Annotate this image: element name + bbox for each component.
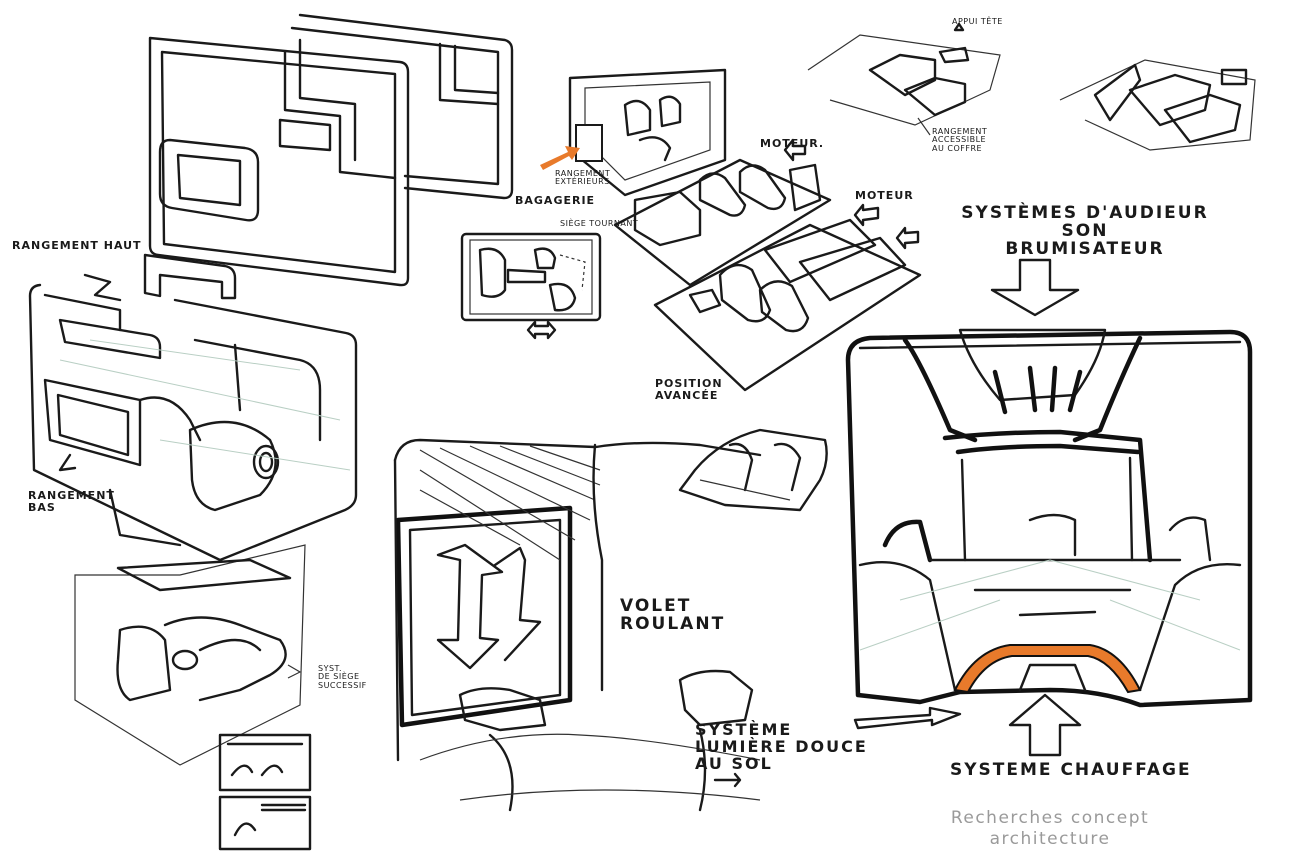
label-rangement-bas: RANGEMENT BAS	[28, 489, 115, 514]
label-bagagerie: BAGAGERIE	[515, 194, 596, 207]
caption-line-2: architecture	[989, 829, 1111, 850]
floor-plan-sketch	[460, 232, 602, 340]
seat-shell-sketch	[678, 428, 828, 512]
seat-diagrams	[218, 733, 312, 851]
label-volet-roulant: VOLET ROULANT	[620, 596, 726, 634]
label-siege-tournant: SIÈGE TOURNANT	[560, 219, 639, 228]
cabin-box-sketch	[74, 544, 306, 766]
front-cabin-sketch	[845, 258, 1253, 757]
label-systemes-audio: SYSTÈMES D'AUDIEUR SON BRUMISATEUR	[961, 203, 1209, 259]
label-appui-tete: APPUI TÊTE	[952, 17, 1003, 26]
caption: Recherches concept architecture	[905, 808, 1195, 851]
rear-seat-sketches	[807, 22, 1256, 151]
wall-panels-sketch	[148, 13, 514, 287]
label-systeme-chauffage: SYSTEME CHAUFFAGE	[950, 760, 1192, 780]
label-position-avancee: POSITION AVANCÉE	[655, 377, 723, 402]
label-syst-siege: SYST. DE SIÈGE SUCCESSIF	[318, 664, 367, 690]
label-rangement-haut: RANGEMENT HAUT	[12, 239, 142, 252]
label-rangement-coffre: RANGEMENT ACCESSIBLE AU COFFRE	[932, 127, 988, 153]
label-moteur-2: MOTEUR	[855, 189, 914, 202]
seat-layout-sketch	[613, 138, 922, 392]
label-moteur-1: MOTEUR.	[760, 137, 825, 150]
interior-storage-sketch	[28, 253, 358, 562]
caption-line-1: Recherches concept	[950, 808, 1150, 828]
label-systeme-lumiere: SYSTÈME LUMIÈRE DOUCE AU SOL	[695, 720, 868, 773]
cutaway-cabin-sketch	[540, 68, 727, 197]
label-rangement-exterieurs: RANGEMENT EXTÉRIEURS	[555, 169, 611, 187]
lumiere-arrow	[713, 772, 742, 788]
shutter-interior-sketch	[393, 438, 762, 812]
